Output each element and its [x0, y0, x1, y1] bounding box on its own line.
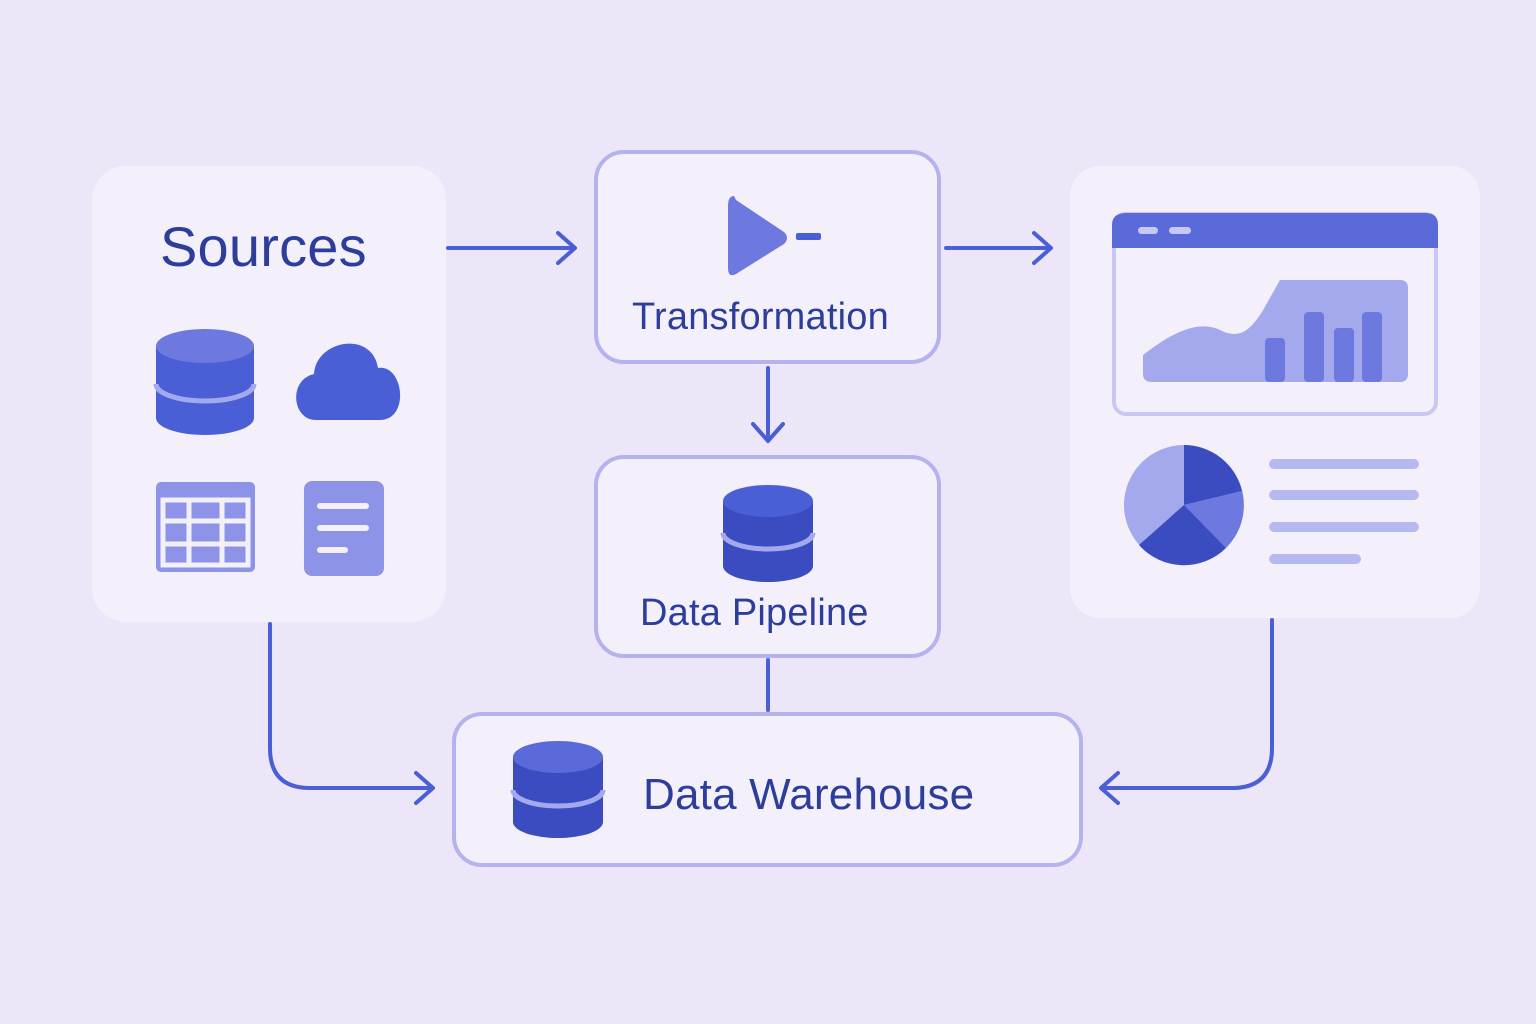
- database-icon: [720, 485, 816, 582]
- sources-title: Sources: [160, 215, 367, 278]
- play-icon: [728, 196, 821, 276]
- transformation-node: [594, 150, 941, 364]
- document-icon: [304, 481, 384, 576]
- database-icon: [510, 741, 606, 838]
- arrow-dashboard-to-warehouse: [1099, 618, 1274, 805]
- arrow-sources-to-transformation: [446, 231, 577, 265]
- database-icon: [153, 329, 257, 435]
- data-pipeline-label: Data Pipeline: [640, 592, 869, 634]
- text-lines-icon: [1269, 459, 1419, 564]
- transformation-label: Transformation: [632, 296, 889, 338]
- area-bar-chart-icon: [1143, 280, 1408, 382]
- pie-chart-icon: [1124, 445, 1244, 566]
- table-grid-icon: [156, 482, 255, 572]
- arrow-transformation-to-pipeline: [751, 366, 785, 443]
- data-warehouse-label: Data Warehouse: [643, 770, 975, 819]
- arrow-transformation-to-dashboard: [944, 231, 1053, 265]
- cloud-icon: [296, 343, 401, 420]
- arrow-sources-to-warehouse: [268, 622, 435, 805]
